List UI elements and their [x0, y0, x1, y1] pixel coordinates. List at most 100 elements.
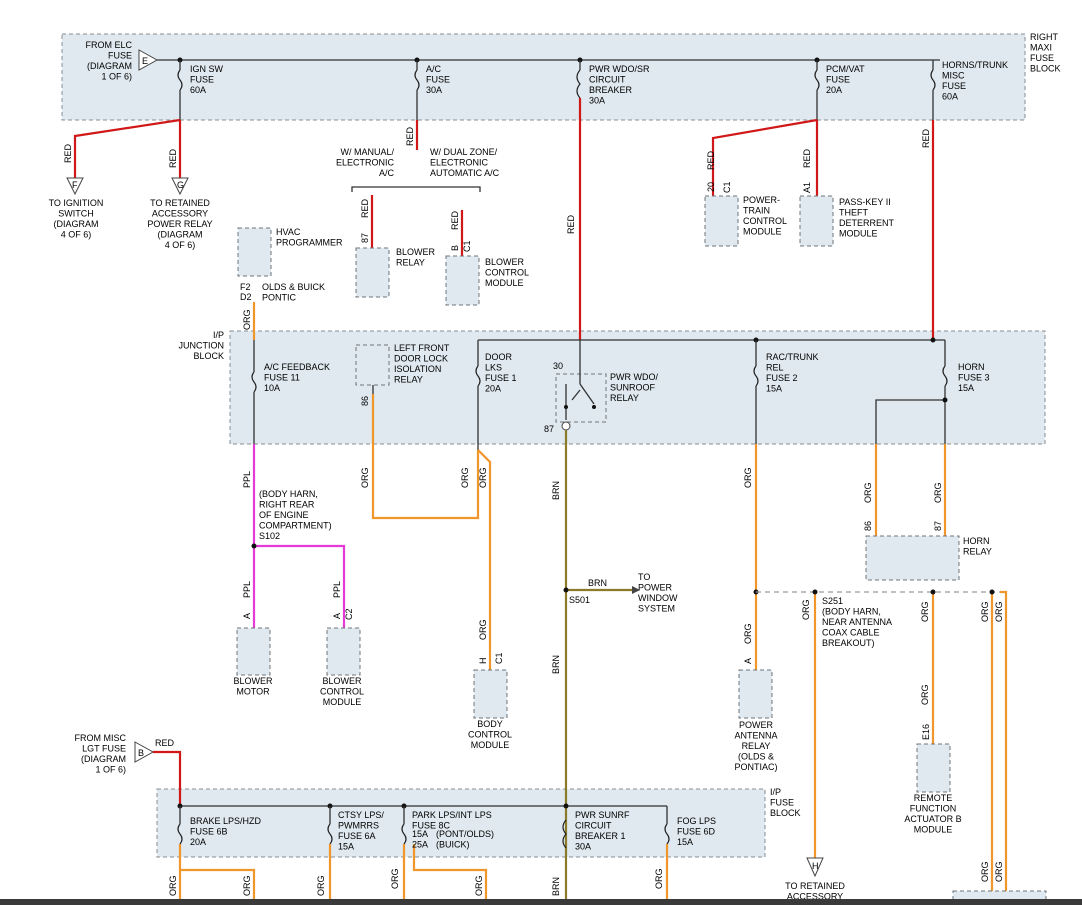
wire-label-org-19: ORG	[316, 875, 326, 896]
wire-label-red-8: RED	[921, 128, 931, 148]
wire-label-red-1: RED	[63, 143, 73, 163]
door-lks-fuse	[475, 340, 481, 450]
pin-a-antenna: A	[743, 658, 753, 664]
window-bottom-edge	[0, 899, 1082, 905]
s501-label: S501	[569, 595, 590, 605]
pin-h-body: H	[478, 658, 488, 665]
wire-label-brn-3: BRN	[551, 655, 561, 674]
wire-label-org-17: ORG	[168, 875, 178, 896]
park-variants-label: (PONT/OLDS)(BUICK)	[436, 829, 494, 850]
wire-label-ppl-2: PPL	[242, 581, 252, 598]
wire-label-org-10: ORG	[801, 599, 811, 620]
park-lps-fuse	[401, 806, 488, 899]
remote-function-component	[916, 743, 951, 793]
wire-label-org-20: ORG	[390, 868, 400, 889]
pwr-wdo-sunroof-relay-component	[555, 373, 607, 423]
maxi-fuse-block-box	[61, 33, 1026, 121]
hvac-programmer-component	[237, 227, 272, 277]
lf-door-relay-component	[355, 344, 390, 386]
blower-relay-component	[355, 247, 390, 298]
wire-label-red-7: RED	[802, 148, 812, 168]
pcm-vat-fuse	[814, 57, 820, 120]
wire-label-red-6: RED	[706, 150, 716, 170]
wire-label-org-16: ORG	[994, 861, 1004, 882]
connector-e-symbol	[138, 49, 159, 71]
wire-label-org-9: ORG	[933, 482, 943, 503]
wire-label-org-3: ORG	[460, 467, 470, 488]
pin-f2: F2	[240, 282, 251, 292]
pin-e16: E16	[921, 724, 931, 740]
pin-h-retained: H	[812, 861, 819, 871]
wire-label-org-13: ORG	[980, 601, 990, 622]
wire-label-brn-1: BRN	[551, 481, 561, 500]
wire-label-org-11: ORG	[920, 601, 930, 622]
pin-20-pcm: 20	[706, 182, 716, 192]
pin-g: G	[177, 180, 184, 190]
pin-c1-body: C1	[494, 652, 504, 664]
wire-label-brn-2: BRN	[588, 578, 607, 588]
wire-label-org-7: ORG	[743, 623, 753, 644]
connector-b-symbol	[134, 741, 155, 763]
wire-label-org-22: ORG	[654, 868, 664, 889]
wire-label-org-15: ORG	[980, 861, 990, 882]
pin-b-misc: B	[138, 748, 144, 758]
rac-trunk-fuse	[753, 340, 759, 444]
pwr-sunrf-breaker	[562, 819, 567, 849]
pcm-component	[704, 195, 739, 247]
brake-lps-fuse	[177, 806, 256, 899]
wire-label-org-8: ORG	[863, 482, 873, 503]
pin-87-blower: 87	[360, 233, 370, 243]
horn-fuse	[875, 340, 948, 444]
wire-label-org-2: ORG	[360, 467, 370, 488]
ip-fuse-block-box	[156, 788, 766, 858]
ac-feedback-fuse	[251, 340, 257, 444]
wire-label-org-6: ORG	[743, 467, 753, 488]
wire-label-org-4: ORG	[478, 467, 488, 488]
blower-control-top-component	[445, 255, 480, 306]
pin-87-sunroof: 87	[544, 424, 554, 434]
wire-label-org-5: ORG	[478, 619, 488, 640]
wire-label-red-4: RED	[360, 198, 370, 218]
pin-87-horn: 87	[933, 521, 943, 531]
horns-trunk-fuse	[930, 60, 936, 120]
wire-label-ppl-1: PPL	[242, 471, 252, 488]
passkey-component	[799, 195, 834, 247]
connector-g-symbol	[171, 177, 189, 196]
wire-label-org-18: ORG	[242, 875, 252, 896]
fog-lps-fuse	[664, 806, 670, 899]
blower-control-mid-component	[326, 627, 361, 676]
wire-label-red-9: RED	[566, 214, 576, 234]
pin-c1-pcm: C1	[722, 181, 732, 193]
pin-a-blower-motor: A	[242, 613, 252, 619]
power-antenna-component	[738, 669, 773, 719]
pin-c2-blower-control: C2	[344, 608, 354, 620]
pin-d2: D2	[240, 292, 252, 302]
